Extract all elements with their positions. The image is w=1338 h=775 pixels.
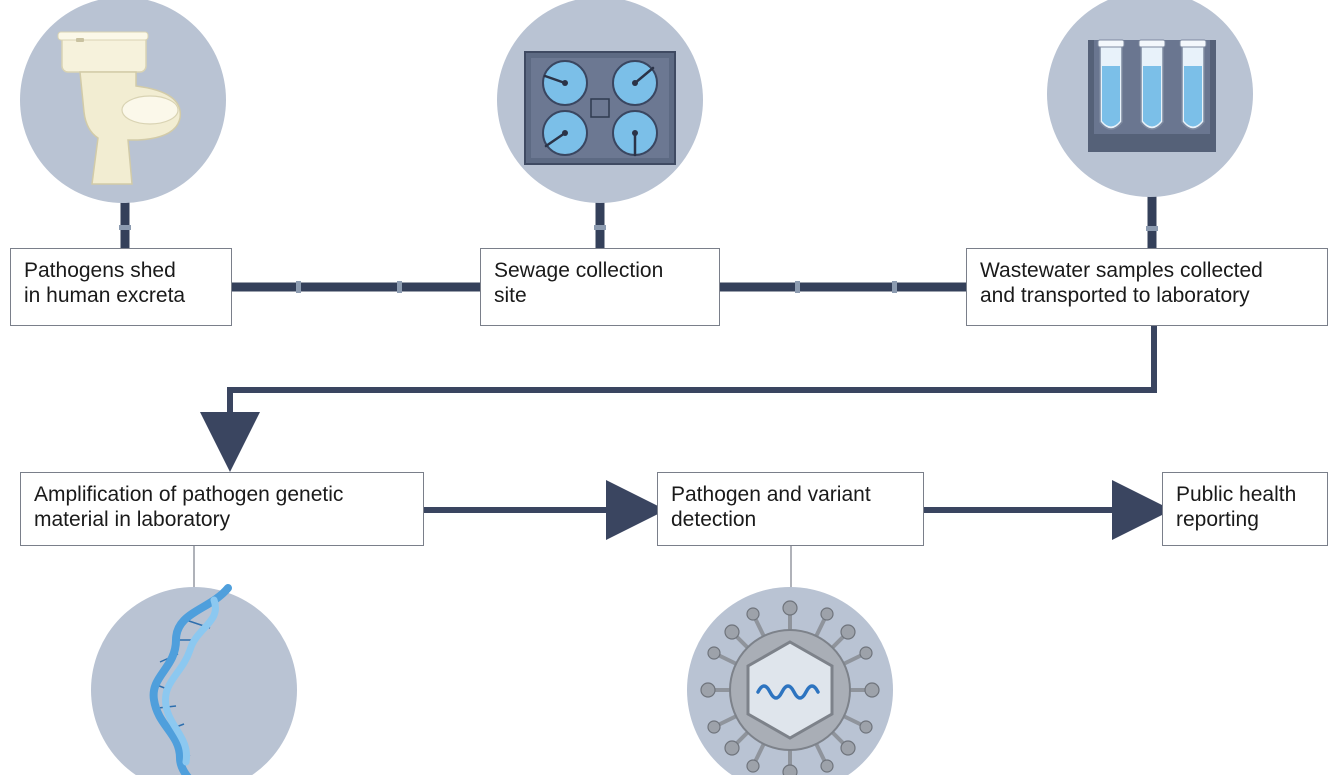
pipe-joint: [397, 281, 402, 293]
step-public-health-reporting-line2: reporting: [1176, 508, 1259, 531]
test-tubes-icon: [1047, 0, 1253, 197]
toilet-icon: [20, 0, 226, 203]
step-amplification: Amplification of pathogen genetic materi…: [20, 472, 424, 546]
pipe-joint: [594, 225, 606, 230]
pipe-joint: [795, 281, 800, 293]
step-sewage-collection-line1: Sewage collection: [494, 259, 664, 282]
pipe-joint: [1146, 226, 1158, 231]
step-amplification-line2: material in laboratory: [34, 508, 231, 531]
step-public-health-reporting: Public health reporting: [1162, 472, 1328, 546]
step-wastewater-samples-line1: Wastewater samples collected: [980, 259, 1263, 282]
step-wastewater-samples-line2: and transported to laboratory: [980, 284, 1250, 307]
pipe-joint: [296, 281, 301, 293]
sewage-tanks-icon: [497, 0, 703, 203]
step-amplification-line1: Amplification of pathogen genetic: [34, 483, 344, 506]
pipe-joints: [119, 225, 1158, 293]
virus-icon: [687, 587, 893, 775]
step-sewage-collection: Sewage collection site: [480, 248, 720, 326]
arrow-samples-to-amplification: [200, 326, 1157, 472]
step-pathogen-detection: Pathogen and variant detection: [657, 472, 924, 546]
pipe-joint: [892, 281, 897, 293]
flow-arrows: [200, 326, 1172, 540]
step-sewage-collection-line2: site: [494, 284, 527, 307]
step-wastewater-samples: Wastewater samples collected and transpo…: [966, 248, 1328, 326]
step-pathogen-detection-line2: detection: [671, 508, 757, 531]
step-pathogens-shed-line2: in human excreta: [24, 284, 186, 307]
step-pathogens-shed: Pathogens shed in human excreta: [10, 248, 232, 326]
step-public-health-reporting-line1: Public health: [1176, 483, 1297, 506]
pipe-joint: [119, 225, 131, 230]
dna-helix-icon: [91, 584, 297, 775]
step-pathogens-shed-line1: Pathogens shed: [24, 259, 176, 282]
step-pathogen-detection-line1: Pathogen and variant: [671, 483, 871, 506]
